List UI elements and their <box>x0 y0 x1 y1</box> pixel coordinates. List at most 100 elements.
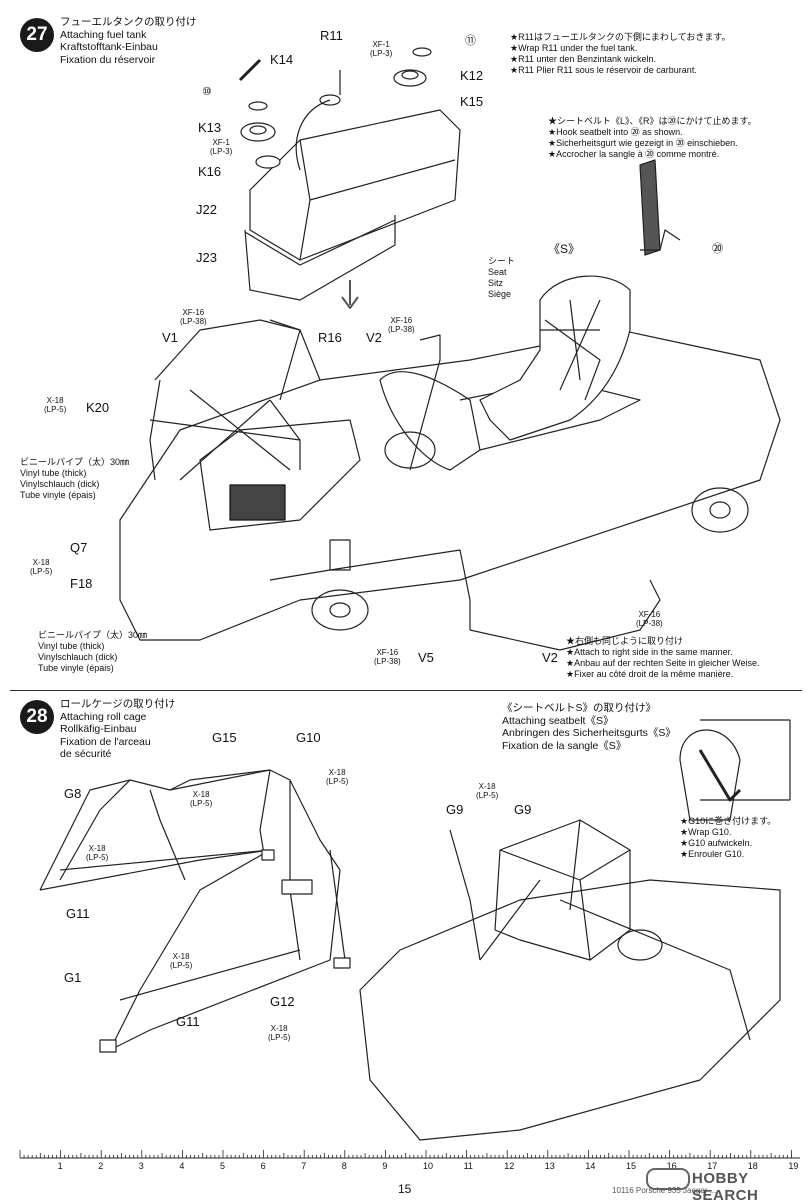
screw-x18-g1: X-18 (LP-5) <box>170 952 192 970</box>
seat-label: シート Seat Sitz Siège <box>488 256 515 300</box>
title-line-jp: フューエルタンクの取り付け <box>60 16 197 28</box>
part-label-r11: R11 <box>320 28 343 43</box>
screw-x18-f18: X-18 (LP-5) <box>30 558 52 576</box>
ruler-number: 9 <box>382 1161 388 1171</box>
ruler-number: 12 <box>504 1161 515 1171</box>
part-label-r16: R16 <box>318 330 342 345</box>
screw-xf16-v2: XF-16 (LP-38) <box>388 316 415 334</box>
note-line: ビニールパイプ（太）30㎜ <box>38 630 148 640</box>
note-line: Vinylschlauch (dick) <box>20 479 100 489</box>
note-line: シート <box>488 256 516 266</box>
note-line: ビニールパイプ（太）30㎜ <box>20 457 130 467</box>
note-line: ★Anbau auf der rechten Seite in gleicher… <box>566 658 760 668</box>
note-line: Vinylschlauch (dick) <box>38 652 118 662</box>
part-label-g9-a: G9 <box>446 802 464 817</box>
step-number-28: 28 <box>20 700 54 734</box>
part-label-k13: K13 <box>198 120 222 135</box>
screw-x18-g10: X-18 (LP-5) <box>326 768 348 786</box>
note-line: Tube vinyle (épais) <box>20 490 96 500</box>
note-line: ★右側も同じように取り付け <box>566 636 684 646</box>
note-line: Sitz <box>488 278 504 288</box>
screw-x18-g12: X-18 (LP-5) <box>268 1024 290 1042</box>
part-label-f18: F18 <box>70 576 93 591</box>
note-line: ★シートベルト《L》、《R》は⑳にかけて止めます。 <box>548 116 757 126</box>
watermark-logo <box>646 1168 690 1190</box>
ruler-number: 10 <box>423 1161 434 1171</box>
screw-x18-g15: X-18 (LP-5) <box>190 790 212 808</box>
title-line-en: Attaching roll cage <box>60 710 147 723</box>
screw-code: X-18 <box>88 844 106 853</box>
screw-code: X-18 <box>192 790 210 799</box>
screw-code: XF-1 <box>212 138 230 147</box>
screw-code: XF-16 <box>390 316 413 325</box>
screw-paint: (LP-3) <box>370 49 393 58</box>
ruler-number: 18 <box>747 1161 758 1171</box>
screw-code: X-18 <box>328 768 346 777</box>
note-line: ★R11 unter den Benzintank wickeln. <box>510 54 656 64</box>
screw-xf1-top: XF-1 (LP-3) <box>370 40 392 58</box>
title-line-jp: 《シートベルトS》の取り付け》 <box>502 702 657 714</box>
screw-code: X-18 <box>270 1024 288 1033</box>
ruler-number: 2 <box>98 1161 104 1171</box>
part-label-g8: G8 <box>64 786 82 801</box>
part-label-v1: V1 <box>162 330 178 345</box>
screw-paint: (LP-5) <box>326 777 349 786</box>
screw-code: X-18 <box>172 952 190 961</box>
part-label-k20: K20 <box>86 400 110 415</box>
screw-code: XF-16 <box>376 648 399 657</box>
product-code: 10116 Porsche 935 Jaeger ... <box>612 1186 717 1195</box>
screw-code: XF-1 <box>372 40 390 49</box>
step-27-title: フューエルタンクの取り付け Attaching fuel tank Krafts… <box>60 16 197 66</box>
step-28-title: ロールケージの取り付け Attaching roll cage Rollkäfi… <box>60 698 175 761</box>
seat-s-label: 《S》 <box>548 242 581 256</box>
ruler-number: 5 <box>220 1161 226 1171</box>
note-r11: ★R11はフューエルタンクの下側にまわしておきます。 ★Wrap R11 und… <box>510 32 730 76</box>
ruler-number: 1 <box>57 1161 63 1171</box>
part-label-g12: G12 <box>270 994 295 1009</box>
screw-x18-k20: X-18 (LP-5) <box>44 396 66 414</box>
screw-code: X-18 <box>46 396 64 405</box>
note-line: ★G10に巻き付けます。 <box>680 816 777 826</box>
part-label-v2-top: V2 <box>366 330 382 345</box>
title-line-de: Kraftstofftank-Einbau <box>60 41 158 53</box>
part-label-g1: G1 <box>64 970 82 985</box>
seatbelt-s-title: 《シートベルトS》の取り付け》 Attaching seatbelt《S》 An… <box>502 702 676 752</box>
ref-number-20: ⑳ <box>712 243 723 255</box>
screw-paint: (LP-5) <box>476 791 499 800</box>
screw-paint: (LP-5) <box>44 405 67 414</box>
part-label-v2-bottom: V2 <box>542 650 558 665</box>
section-divider <box>10 690 802 691</box>
note-line: ★Hook seatbelt into ⑳ as shown. <box>548 127 683 137</box>
ref-number-11: ⑪ <box>465 35 476 47</box>
ruler-number: 19 <box>788 1161 799 1171</box>
note-line: ★Fixer au côté droit de la même manière. <box>566 669 734 679</box>
title-line-fr: Fixation du réservoir <box>60 53 156 66</box>
note-line: Seat <box>488 267 507 277</box>
title-line-jp: ロールケージの取り付け <box>60 698 176 710</box>
ruler-number: 6 <box>260 1161 266 1171</box>
note-line: ★R11 Plier R11 sous le réservoir de carb… <box>510 65 697 75</box>
title-line-fr: Fixation de l'arceau <box>60 735 151 748</box>
screw-paint: (LP-38) <box>636 619 663 628</box>
note-line: ★Accrocher la sangle à ⑳ comme montré. <box>548 149 720 159</box>
note-line: ★Wrap R11 under the fuel tank. <box>510 43 638 53</box>
note-line: Vinyl tube (thick) <box>38 641 105 651</box>
note-line: Siège <box>488 289 512 299</box>
ruler-number: 16 <box>666 1161 677 1171</box>
note-line: ★G10 aufwickeln. <box>680 838 753 848</box>
ruler-number: 13 <box>544 1161 555 1171</box>
ruler-number: 14 <box>585 1161 596 1171</box>
screw-paint: (LP-38) <box>374 657 401 666</box>
title-line-de: Rollkäfig-Einbau <box>60 723 137 735</box>
part-label-g15: G15 <box>212 730 237 745</box>
note-line: ★Sicherheitsgurt wie gezeigt in ⑳ einsch… <box>548 138 738 148</box>
part-label-g9-b: G9 <box>514 802 532 817</box>
screw-code: XF-16 <box>182 308 205 317</box>
ruler-number: 4 <box>179 1161 185 1171</box>
screw-paint: (LP-5) <box>190 799 213 808</box>
note-line: ★Enrouler G10. <box>680 849 745 859</box>
screw-xf16-v5: XF-16 (LP-38) <box>374 648 401 666</box>
vinyl-tube-note-2: ビニールパイプ（太）30㎜ Vinyl tube (thick) Vinylsc… <box>38 630 147 674</box>
note-wrap-g10: ★G10に巻き付けます。 ★Wrap G10. ★G10 aufwickeln.… <box>680 816 776 860</box>
part-label-g10: G10 <box>296 730 321 745</box>
